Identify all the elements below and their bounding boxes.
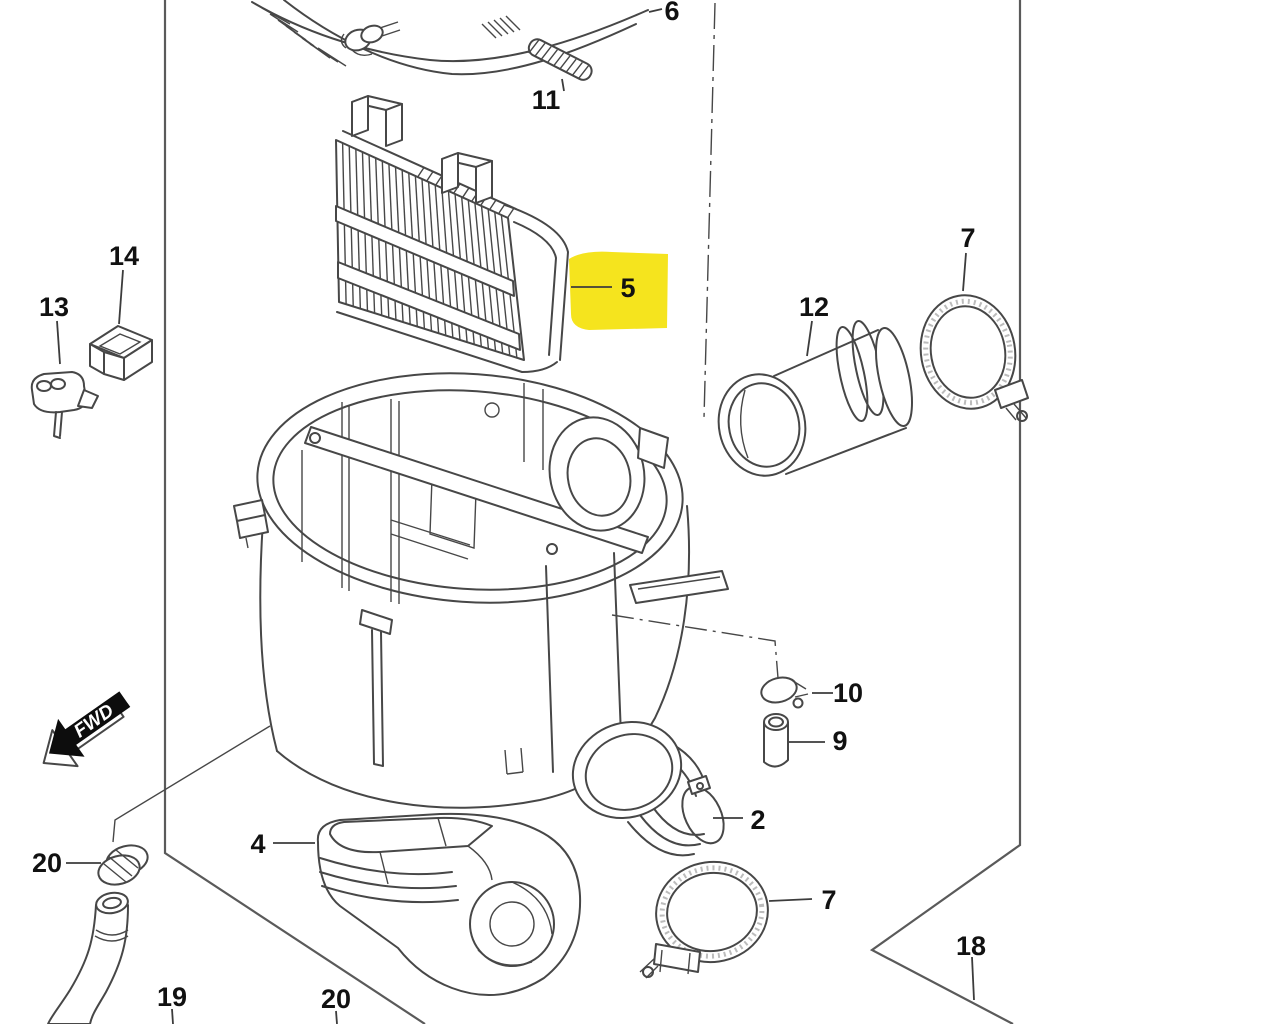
hose-clamp-upper <box>919 294 1029 422</box>
case-flange <box>629 570 729 604</box>
clamp-bracket <box>89 325 153 381</box>
part-label-20-14: 20 <box>321 984 351 1014</box>
part-label-6-0: 6 <box>664 0 679 26</box>
part-label-12-5: 12 <box>799 292 829 322</box>
case-interior-ribs <box>301 383 544 604</box>
cap-seal-strip <box>251 0 649 76</box>
outlet-tube <box>571 720 725 857</box>
drain-rod <box>359 609 393 635</box>
part-label-18-15: 18 <box>956 931 986 961</box>
inlet-tube <box>717 319 913 477</box>
seal-hatching <box>261 7 521 67</box>
part-label-9-8: 9 <box>832 726 847 756</box>
filter-hook-tabs <box>351 95 493 204</box>
sensor-clip <box>30 371 99 439</box>
drain-hose-and-clamp <box>47 844 149 1024</box>
air-filter-element <box>335 95 569 373</box>
hose-clamp-lower <box>639 860 769 979</box>
part-label-2-9: 2 <box>750 805 765 835</box>
part-label-10-7: 10 <box>833 678 863 708</box>
part-label-14-4: 14 <box>109 241 139 271</box>
part-label-4-11: 4 <box>250 829 265 859</box>
leader-lines <box>56 8 975 1024</box>
drain-cap <box>763 713 789 768</box>
wire-clip <box>760 676 809 709</box>
air-cleaner-case <box>112 372 779 843</box>
part-label-7-6: 7 <box>960 223 975 253</box>
case-cross-strap <box>304 426 649 554</box>
part-label-13-3: 13 <box>39 292 69 322</box>
fwd-marker: FWD <box>42 691 131 768</box>
diagram-frame <box>163 0 1022 1024</box>
part-label-7-10: 7 <box>821 885 836 915</box>
resonator-chamber <box>316 812 582 997</box>
part-label-20-12: 20 <box>32 848 62 878</box>
assembly-axis-line <box>703 2 716 419</box>
part-label-5-2: 5 <box>620 273 635 303</box>
part-label-11-1: 11 <box>532 85 561 115</box>
highlight-marker <box>569 251 668 330</box>
cap-clip <box>340 21 401 57</box>
part-number-labels: 6 11 5 13 14 12 7 10 9 2 7 4 20 19 20 18 <box>32 0 986 1014</box>
leader-dashdot-10 <box>611 614 779 679</box>
case-latch <box>233 499 269 539</box>
case-outlet-hole <box>548 416 646 532</box>
drain-stick <box>527 38 593 81</box>
part-label-19-13: 19 <box>157 982 187 1012</box>
